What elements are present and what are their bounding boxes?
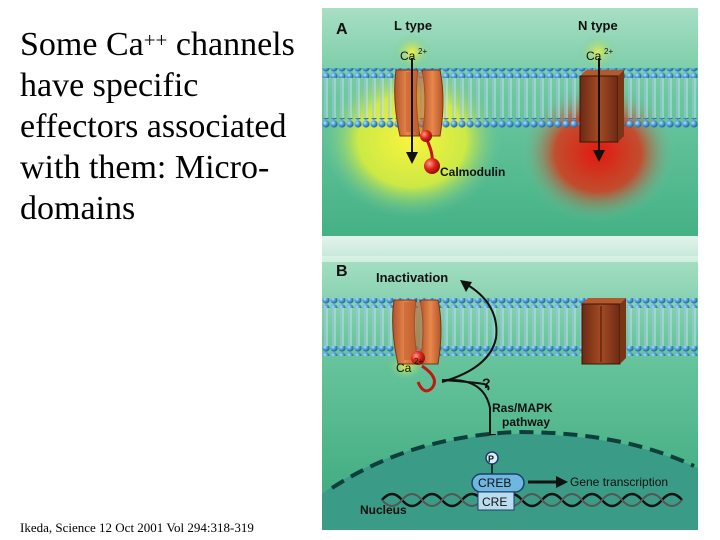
n-type-channel-b <box>581 298 626 365</box>
n-type-channel-a <box>579 58 624 162</box>
membrane-a <box>322 68 698 128</box>
inactivation-arrow <box>441 283 498 383</box>
ca-label-b: Ca 2+ <box>396 357 423 375</box>
figure-panel: A L type N type Ca 2+ Ca 2+ Calmodulin <box>322 8 698 530</box>
panel-a-letter: A <box>336 21 348 38</box>
n-type-label: N type <box>578 18 618 33</box>
calmodulin-ball-upper <box>420 130 432 142</box>
svg-text:2+: 2+ <box>604 47 613 56</box>
title-superscript: ++ <box>143 28 168 52</box>
question-mark: ? <box>482 375 491 391</box>
title-part-2: channels have specific effectors associa… <box>20 26 295 227</box>
inactivation-label: Inactivation <box>376 270 448 285</box>
calmodulin-ball-lower <box>424 158 440 174</box>
svg-text:2+: 2+ <box>418 47 427 56</box>
slide-title: Some Ca++ channels have specific effecto… <box>20 24 320 229</box>
pathway-label-line1: Ras/MAPK <box>492 401 553 415</box>
pathway-arrow <box>445 378 491 438</box>
panel-b-letter: B <box>336 263 348 280</box>
nucleus-label: Nucleus <box>360 503 407 517</box>
pathway-label-line2: pathway <box>502 415 550 429</box>
svg-text:Ca: Ca <box>400 49 416 63</box>
creb-label: CREB <box>478 476 511 490</box>
ca-label-a-left: Ca 2+ <box>400 47 427 63</box>
svg-text:Ca: Ca <box>396 361 412 375</box>
svg-text:Ca: Ca <box>586 49 602 63</box>
dna-helix <box>381 492 683 508</box>
cre-label: CRE <box>482 495 507 509</box>
cre-box <box>477 491 515 511</box>
calmodulin-ball-b <box>411 351 425 365</box>
svg-text:2+: 2+ <box>414 357 423 366</box>
calmodulin-label: Calmodulin <box>440 165 505 179</box>
l-type-channel-a <box>394 58 444 174</box>
phosphate-label: P <box>488 454 494 464</box>
l-type-label: L type <box>394 18 432 33</box>
ca-label-a-right: Ca 2+ <box>586 47 613 63</box>
l-type-channel-b <box>392 299 442 393</box>
figure-illustration: A L type N type Ca 2+ Ca 2+ Calmodulin <box>322 8 698 530</box>
membrane-b <box>322 298 698 356</box>
gene-transcription-label: Gene transcription <box>570 475 668 489</box>
citation: Ikeda, Science 12 Oct 2001 Vol 294:318-3… <box>20 520 254 535</box>
title-part-1: Some Ca <box>20 26 144 63</box>
